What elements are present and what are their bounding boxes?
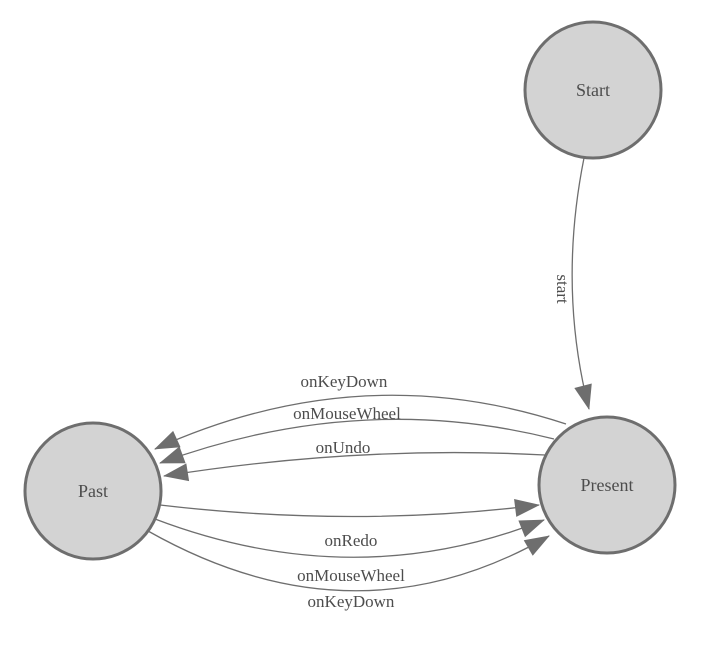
edge-present-to-past-onkeydown xyxy=(154,394,567,450)
node-start-circle[interactable] xyxy=(523,20,663,160)
edge-label-onmousewheel-bottom: onMouseWheel xyxy=(297,566,405,585)
node-past-label: Past xyxy=(78,481,108,501)
edge-present-to-past-onmousewheel xyxy=(159,418,555,464)
edge-label-layer: start onKeyDown onMouseWheel onUndo onRe… xyxy=(293,274,572,611)
node-past-circle[interactable] xyxy=(23,421,163,561)
edge-past-to-present-onmousewheel xyxy=(154,518,545,558)
edge-label-onredo: onRedo xyxy=(325,531,378,550)
edge-start-to-present xyxy=(571,157,592,410)
edge-label-onundo: onUndo xyxy=(316,438,371,457)
edge-label-onkeydown-bottom: onKeyDown xyxy=(308,592,395,611)
node-past[interactable]: Past xyxy=(23,421,163,561)
node-present[interactable]: Present xyxy=(537,415,677,555)
edge-layer xyxy=(147,157,592,592)
node-start[interactable]: Start xyxy=(523,20,663,160)
edge-present-to-past-onundo xyxy=(163,451,546,482)
edge-label-start: start xyxy=(553,274,572,304)
edge-past-to-present-onkeydown xyxy=(147,530,550,592)
edge-label-onmousewheel-top: onMouseWheel xyxy=(293,404,401,423)
node-present-label: Present xyxy=(581,475,634,495)
edge-label-onkeydown-top: onKeyDown xyxy=(301,372,388,391)
node-start-label: Start xyxy=(576,80,610,100)
node-present-circle[interactable] xyxy=(537,415,677,555)
edge-past-to-present-onredo xyxy=(159,499,540,518)
